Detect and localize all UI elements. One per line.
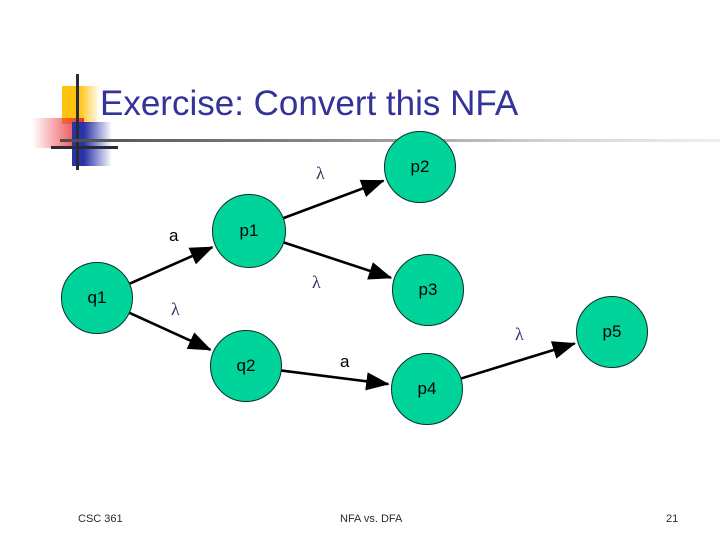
state-node-q1[interactable]: q1 [61,262,133,334]
edge-label-p4-to-p5: λ [515,324,524,344]
logo-yellow-square [62,86,100,124]
footer-page-number: 21 [666,513,679,525]
edge-label-q2-to-p4: a [340,352,350,371]
state-label-p1: p1 [239,221,259,240]
state-label-p3: p3 [418,280,438,299]
edge-q2-to-p4 [280,369,390,391]
state-node-p5[interactable]: p5 [576,296,648,368]
footer-course: CSC 361 [78,513,123,525]
state-label-p5: p5 [602,322,622,341]
slide-title: Exercise: Convert this NFA [100,84,519,123]
edge-label-p1-to-p3: λ [312,272,321,292]
logo-horizontal-line [51,146,118,149]
state-label-q2: q2 [236,356,256,375]
edge-p4-to-p5 [460,341,576,380]
edge-p1-to-p3 [282,241,393,280]
state-node-p3[interactable]: p3 [392,254,464,326]
state-node-p2[interactable]: p2 [384,131,456,203]
state-node-p4[interactable]: p4 [391,353,463,425]
edge-p1-to-p2 [282,179,385,220]
slide-logo-icon [18,74,118,170]
state-label-q1: q1 [87,288,107,307]
footer-topic: NFA vs. DFA [340,513,403,525]
state-node-p1[interactable]: p1 [212,194,286,268]
logo-vertical-line [76,74,79,170]
edge-label-q1-to-q2: λ [171,299,180,319]
edge-q1-to-q2 [128,311,212,351]
edge-label-q1-to-p1: a [169,226,179,245]
state-node-q2[interactable]: q2 [210,330,282,402]
edge-q1-to-p1 [128,245,214,286]
state-label-p4: p4 [417,379,437,398]
title-divider [60,139,720,142]
edge-label-p1-to-p2: λ [316,163,325,183]
state-label-p2: p2 [410,157,430,176]
